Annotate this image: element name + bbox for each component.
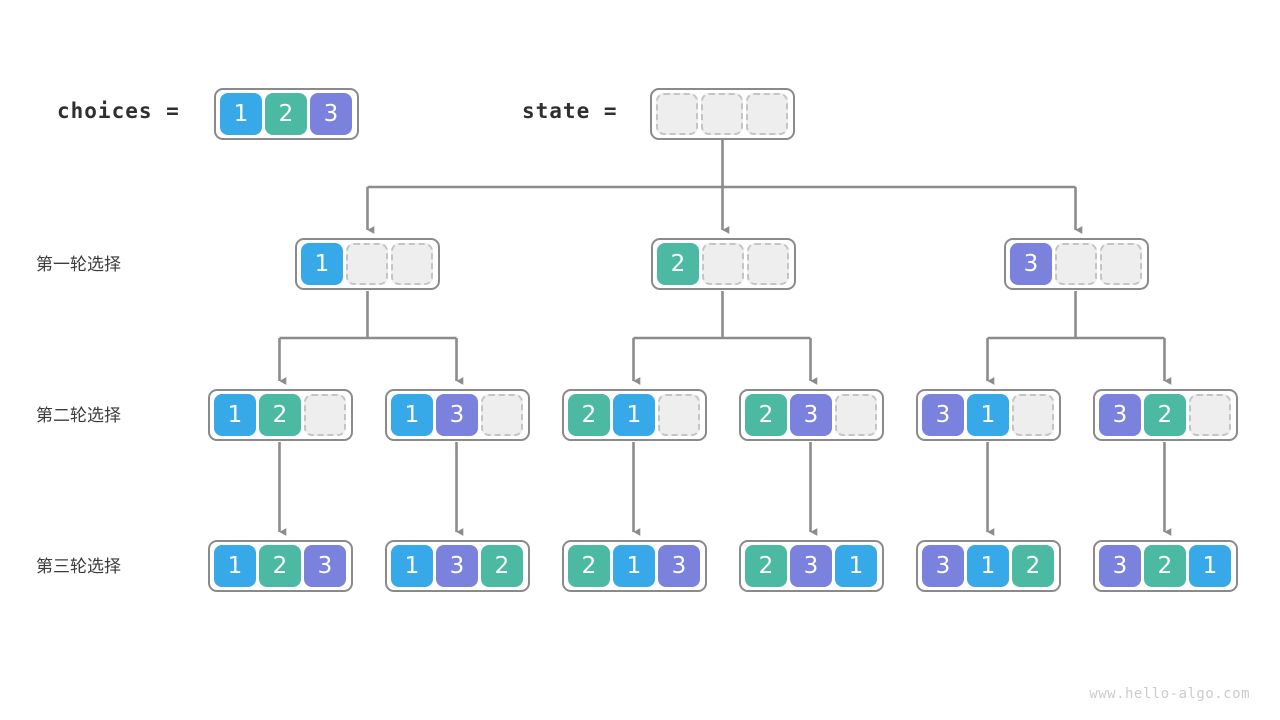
array-cell-value: 3 <box>922 545 964 587</box>
array-cell-empty <box>835 394 877 436</box>
array-cell-empty <box>1189 394 1231 436</box>
array-cell-value: 3 <box>790 394 832 436</box>
array-cell-value: 2 <box>481 545 523 587</box>
array-cell-value: 3 <box>1010 243 1052 285</box>
array-cell-value: 2 <box>745 545 787 587</box>
array-cell-value: 1 <box>214 394 256 436</box>
array-cell-value: 1 <box>1189 545 1231 587</box>
tree-node-r1-3: 3 <box>1004 238 1149 290</box>
array-cell-value: 3 <box>436 394 478 436</box>
row-label-round-1: 第一轮选择 <box>36 255 121 275</box>
array-cell-empty <box>1055 243 1097 285</box>
array-cell-value: 2 <box>1144 394 1186 436</box>
array-cell-value: 2 <box>1012 545 1054 587</box>
array-cell-empty <box>656 93 698 135</box>
array-cell-empty <box>702 243 744 285</box>
array-cell-value: 3 <box>922 394 964 436</box>
array-cell-value: 2 <box>657 243 699 285</box>
array-cell-value: 1 <box>301 243 343 285</box>
array-cell-value: 1 <box>214 545 256 587</box>
array-cell-empty <box>746 93 788 135</box>
array-cell-value: 2 <box>259 545 301 587</box>
array-cell-value: 3 <box>658 545 700 587</box>
array-cell-value: 1 <box>967 394 1009 436</box>
array-cell-empty <box>701 93 743 135</box>
row-label-round-2: 第二轮选择 <box>36 406 121 426</box>
array-cell-value: 3 <box>436 545 478 587</box>
array-cell-value: 2 <box>1144 545 1186 587</box>
array-cell-value: 2 <box>745 394 787 436</box>
array-cell-value: 1 <box>391 545 433 587</box>
array-cell-value: 1 <box>220 93 262 135</box>
array-cell-empty <box>391 243 433 285</box>
array-cell-value: 2 <box>259 394 301 436</box>
state-array <box>650 88 795 140</box>
watermark: www.hello-algo.com <box>1089 686 1250 702</box>
array-cell-value: 3 <box>310 93 352 135</box>
array-cell-value: 2 <box>568 394 610 436</box>
choices-label: choices = <box>57 99 180 123</box>
array-cell-value: 2 <box>265 93 307 135</box>
array-cell-value: 3 <box>1099 545 1141 587</box>
tree-node-r1-2: 2 <box>651 238 796 290</box>
array-cell-empty <box>481 394 523 436</box>
array-cell-empty <box>1100 243 1142 285</box>
array-cell-empty <box>747 243 789 285</box>
array-cell-empty <box>658 394 700 436</box>
array-cell-value: 2 <box>568 545 610 587</box>
state-label: state = <box>522 99 618 123</box>
array-cell-value: 1 <box>613 545 655 587</box>
array-cell-value: 1 <box>967 545 1009 587</box>
tree-node-r1-1: 1 <box>295 238 440 290</box>
array-cell-empty <box>346 243 388 285</box>
array-cell-value: 1 <box>613 394 655 436</box>
array-cell-value: 3 <box>790 545 832 587</box>
array-cell-value: 3 <box>304 545 346 587</box>
array-cell-empty <box>304 394 346 436</box>
row-label-round-3: 第三轮选择 <box>36 557 121 577</box>
array-cell-empty <box>1012 394 1054 436</box>
array-cell-value: 3 <box>1099 394 1141 436</box>
array-cell-value: 1 <box>391 394 433 436</box>
array-cell-value: 1 <box>835 545 877 587</box>
